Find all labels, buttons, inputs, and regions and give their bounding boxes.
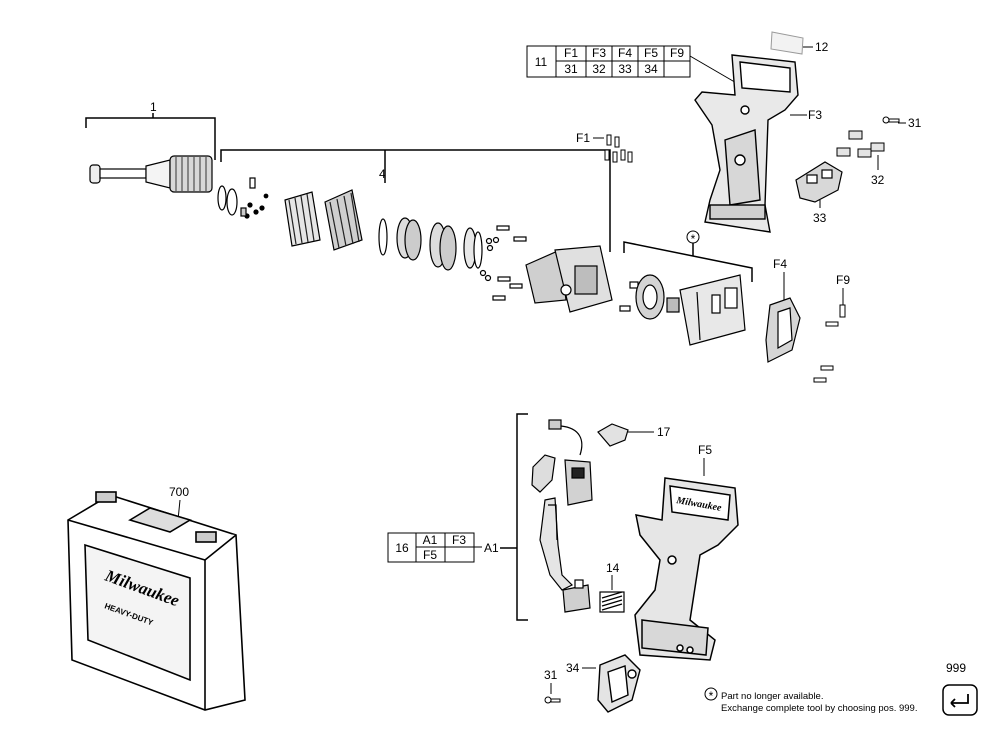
end-cap xyxy=(765,297,801,363)
table11-cell: F1 xyxy=(564,46,578,60)
belt-clip-34 xyxy=(597,654,641,713)
parts-table-11 xyxy=(526,45,746,89)
parts-table-16 xyxy=(387,532,482,563)
availability-note: Part no longer available. Exchange compl… xyxy=(721,691,917,715)
table16-cell: A1 xyxy=(423,533,438,547)
housing-half-F5 xyxy=(634,477,739,661)
callout-31b: 31 xyxy=(544,668,558,682)
carry-case xyxy=(67,491,246,711)
table16-cell: F3 xyxy=(452,533,466,547)
table11-cell: F9 xyxy=(670,46,684,60)
part-17 xyxy=(597,423,629,447)
clips-32 xyxy=(836,130,885,158)
table11-cell: F3 xyxy=(592,46,606,60)
callout-700: 700 xyxy=(169,485,189,499)
callout-bracket-A1 xyxy=(500,413,528,621)
callout-bracket-4 xyxy=(220,149,611,252)
gearbox-parts xyxy=(217,177,613,313)
callout-31a: 31 xyxy=(908,116,922,130)
callout-34: 34 xyxy=(566,661,580,675)
callout-bracket-motor xyxy=(623,240,753,282)
table16-cell: F5 xyxy=(423,548,437,562)
callout-F4: F4 xyxy=(773,257,787,271)
callout-bracket-1 xyxy=(85,113,216,160)
housing-half xyxy=(694,54,799,233)
spring-14 xyxy=(599,591,625,613)
callout-F1: F1 xyxy=(576,131,590,145)
table11-cell: 34 xyxy=(644,62,658,76)
chuck-assembly xyxy=(89,155,213,193)
callout-F3: F3 xyxy=(808,108,822,122)
screws-F9 xyxy=(813,304,846,383)
table11-cell: 32 xyxy=(592,62,606,76)
callout-12: 12 xyxy=(815,40,829,54)
exchange-tool-icon xyxy=(942,684,978,716)
note-symbol-text: * xyxy=(709,689,714,703)
symbol-text: * xyxy=(691,232,696,246)
table11-cell: 33 xyxy=(618,62,632,76)
screw-31 xyxy=(882,116,900,124)
note-line-1: Part no longer available. xyxy=(721,691,824,702)
callout-14: 14 xyxy=(606,561,620,575)
screws-F1 xyxy=(604,134,633,163)
label-plate xyxy=(770,31,804,55)
table11-cell: F5 xyxy=(644,46,658,60)
callout-F9: F9 xyxy=(836,273,850,287)
callout-1: 1 xyxy=(150,100,157,114)
screw-31-lower xyxy=(544,696,561,704)
table11-id: 11 xyxy=(535,55,548,69)
callout-999: 999 xyxy=(946,661,966,675)
table16-id: 16 xyxy=(395,541,409,555)
callout-F5: F5 xyxy=(698,443,712,457)
bracket-33 xyxy=(795,161,843,203)
table11-cell: F4 xyxy=(618,46,632,60)
motor-parts xyxy=(619,274,746,346)
switch-assembly xyxy=(531,419,593,613)
callout-A1: A1 xyxy=(484,541,499,555)
table11-cell: 31 xyxy=(564,62,578,76)
callout-4: 4 xyxy=(379,167,386,181)
callout-33: 33 xyxy=(813,211,827,225)
callout-17: 17 xyxy=(657,425,671,439)
note-line-2: Exchange complete tool by choosing pos. … xyxy=(721,703,918,714)
callout-32: 32 xyxy=(871,173,885,187)
not-available-symbol-icon: * xyxy=(686,230,700,246)
note-asterisk-icon: * xyxy=(704,687,718,703)
